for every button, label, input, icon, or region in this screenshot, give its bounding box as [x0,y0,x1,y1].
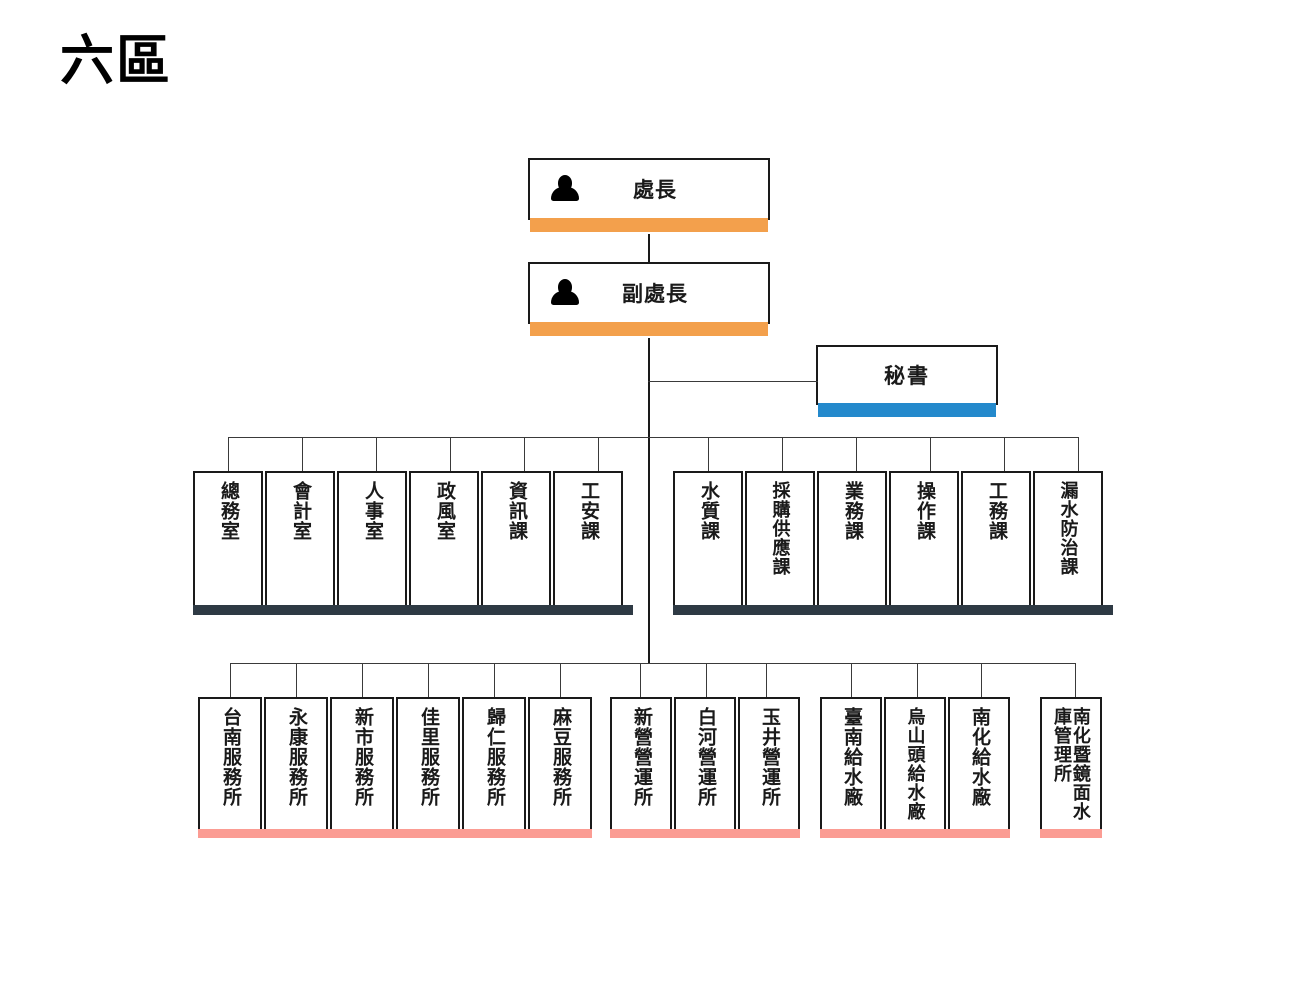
node-label: 玉井營運所 [758,707,780,807]
node-label: 業務課 [841,481,863,541]
group-accent-administrative-divisions [193,605,633,615]
node-reservoir-management-office[interactable]: 南化暨鏡面水庫管理所 [1040,697,1102,831]
connector-deputy-to-secretary [648,381,818,382]
group-accent-service-offices [198,829,592,838]
node-operations[interactable]: 操作課 [889,471,959,607]
node-deputy-director-accent [530,322,768,336]
connector-staff-drop [856,437,857,471]
node-tainan-service-office[interactable]: 台南服務所 [198,697,262,831]
node-guiren-service-office[interactable]: 歸仁服務所 [462,697,526,831]
page-title: 六區 [60,31,172,91]
group-accent-reservoir-management [1040,829,1102,838]
node-business[interactable]: 業務課 [817,471,887,607]
node-label: 總務室 [217,481,239,541]
node-label: 南化暨鏡面水庫管理所 [1052,707,1091,821]
node-director-label: 處長 [633,179,677,202]
connector-field-drop [851,663,852,697]
connector-field-drop [981,663,982,697]
connector-staff-drop [450,437,451,471]
group-accent-operational-divisions [673,605,1113,615]
node-director[interactable]: 處長 [528,158,770,232]
node-secretary[interactable]: 秘書 [816,345,998,417]
node-secretary-accent [818,403,996,417]
connector-staff-bus [228,437,1078,438]
node-label: 資訊課 [505,481,527,541]
node-information[interactable]: 資訊課 [481,471,551,607]
person-icon [550,277,580,309]
group-accent-operation-offices [610,829,800,838]
connector-staff-drop [302,437,303,471]
connector-field-drop [917,663,918,697]
node-label: 烏山頭給水廠 [905,707,926,821]
connector-director-to-deputy [648,234,650,262]
node-label: 佳里服務所 [417,707,439,807]
node-label: 會計室 [289,481,311,541]
node-wushantou-water-plant[interactable]: 烏山頭給水廠 [884,697,946,831]
connector-staff-drop [1078,437,1079,471]
node-jiali-service-office[interactable]: 佳里服務所 [396,697,460,831]
node-label: 工務課 [985,481,1007,541]
connector-field-drop [1075,663,1076,697]
node-yujing-operation-office[interactable]: 玉井營運所 [738,697,800,831]
node-label: 台南服務所 [219,707,241,807]
group-accent-water-plants [820,829,1010,838]
connector-field-drop [766,663,767,697]
node-civil-service-ethics[interactable]: 政風室 [409,471,479,607]
node-general-affairs[interactable]: 總務室 [193,471,263,607]
connector-staff-drop [1004,437,1005,471]
node-label: 水質課 [697,481,719,541]
node-yongkang-service-office[interactable]: 永康服務所 [264,697,328,831]
node-xinshi-service-office[interactable]: 新市服務所 [330,697,394,831]
node-tainan-water-plant[interactable]: 臺南給水廠 [820,697,882,831]
connector-staff-drop [228,437,229,471]
node-industrial-safety[interactable]: 工安課 [553,471,623,607]
node-secretary-label: 秘書 [884,365,930,388]
node-madou-service-office[interactable]: 麻豆服務所 [528,697,592,831]
node-engineering[interactable]: 工務課 [961,471,1031,607]
node-label: 南化給水廠 [968,707,990,807]
node-label: 人事室 [361,481,383,541]
node-label: 操作課 [913,481,935,541]
node-deputy-director-label: 副處長 [622,283,688,306]
node-label: 永康服務所 [285,707,307,807]
node-label: 漏水防治課 [1058,481,1079,576]
node-label: 採購供應課 [770,481,791,576]
connector-staff-drop [376,437,377,471]
node-label: 臺南給水廠 [840,707,862,807]
connector-field-drop [362,663,363,697]
connector-staff-drop [708,437,709,471]
node-procurement-supply[interactable]: 採購供應課 [745,471,815,607]
node-accounting[interactable]: 會計室 [265,471,335,607]
node-label: 麻豆服務所 [549,707,571,807]
node-label: 政風室 [433,481,455,541]
connector-field-bus [230,663,1075,664]
node-label: 工安課 [577,481,599,541]
node-xinying-operation-office[interactable]: 新營營運所 [610,697,672,831]
node-baihe-operation-office[interactable]: 白河營運所 [674,697,736,831]
node-director-accent [530,218,768,232]
node-personnel[interactable]: 人事室 [337,471,407,607]
connector-field-drop [428,663,429,697]
connector-staff-drop [782,437,783,471]
node-label: 白河營運所 [694,707,716,807]
connector-field-drop [230,663,231,697]
person-icon [550,173,580,205]
connector-deputy-trunk [648,338,650,664]
node-water-quality[interactable]: 水質課 [673,471,743,607]
node-label: 新營營運所 [630,707,652,807]
node-deputy-director[interactable]: 副處長 [528,262,770,336]
connector-staff-drop [598,437,599,471]
node-leakage-control[interactable]: 漏水防治課 [1033,471,1103,607]
connector-field-drop [706,663,707,697]
node-nanhua-water-plant[interactable]: 南化給水廠 [948,697,1010,831]
connector-staff-drop [930,437,931,471]
node-label: 新市服務所 [351,707,373,807]
node-label: 歸仁服務所 [483,707,505,807]
connector-field-drop [296,663,297,697]
connector-field-drop [560,663,561,697]
connector-field-drop [494,663,495,697]
connector-staff-drop [524,437,525,471]
connector-field-drop [640,663,641,697]
